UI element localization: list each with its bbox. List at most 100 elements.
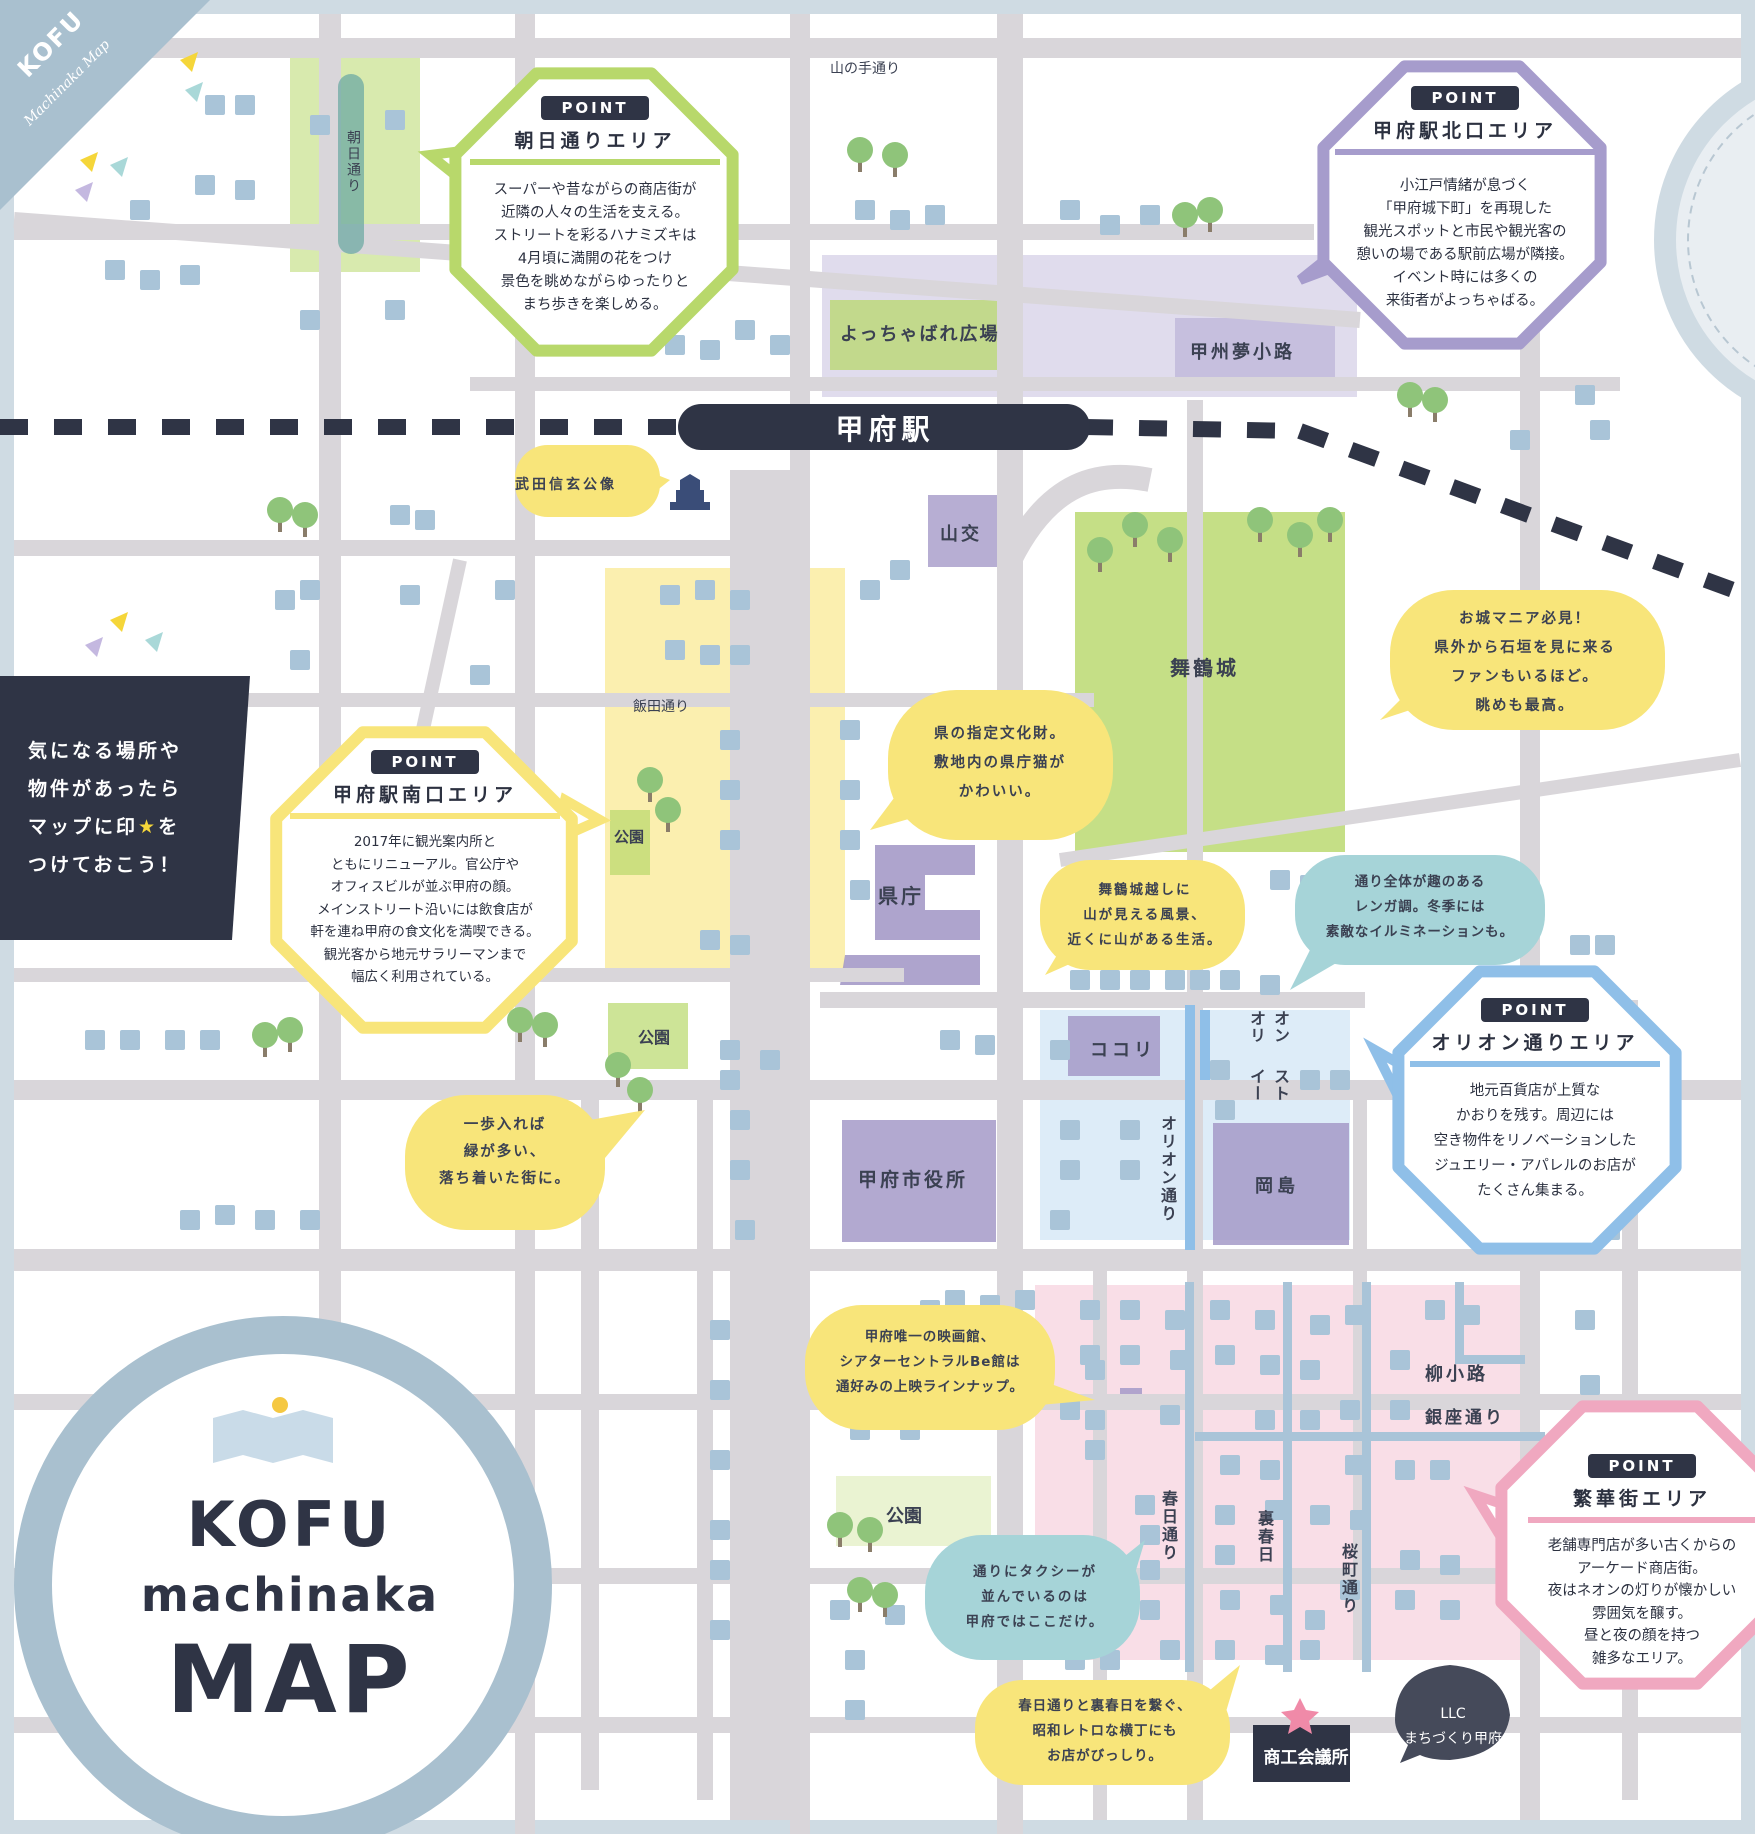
street-yanagikoji-line (1455, 1282, 1464, 1362)
label-okajima: 岡島 (1255, 1176, 1299, 1197)
tree-trunk-12 (1298, 543, 1302, 557)
building-86 (180, 1210, 200, 1230)
tree-8 (1087, 537, 1113, 563)
building-11 (385, 300, 405, 320)
road-21 (697, 1100, 713, 1800)
label-park3: 公園 (886, 1506, 922, 1527)
bubble-green: 一歩入れば 緑が多い、 落ち着いた街に。 (439, 1117, 571, 1187)
point-hanka[interactable]: POINT 繁華街エリア 老舗専門店が多い古くからの アーケード商店街。 夜はネ… (1528, 1454, 1755, 1670)
star-marker-icon (1281, 1698, 1319, 1734)
title-line1: KOFU (186, 1488, 394, 1561)
street-asahi-line (338, 74, 364, 254)
street-yamanote: 山の手通り (830, 61, 900, 77)
building-140 (1440, 1600, 1460, 1620)
confetti-6 (145, 632, 163, 652)
building-168 (885, 1605, 905, 1625)
point-orion[interactable]: POINT オリオン通りエリア 地元百貨店が上質な かおりを残す。周辺には 空き… (1410, 998, 1660, 1204)
label-park2: 公園 (638, 1028, 671, 1047)
building-138 (1340, 1580, 1360, 1600)
tree-22 (827, 1512, 853, 1538)
building-113 (1580, 1375, 1600, 1395)
label-llc-line2[interactable]: まちづくり甲府 (1404, 1731, 1502, 1747)
building-47 (850, 880, 870, 900)
building-145 (1300, 1640, 1320, 1660)
zone-park1 (610, 810, 650, 875)
building-146 (710, 1320, 730, 1340)
building-83 (1120, 1120, 1140, 1140)
building-109 (1215, 1345, 1235, 1365)
street-orion-east: オリオンイースト (1247, 1010, 1290, 1102)
point-asahi[interactable]: POINT 朝日通りエリア スーパーや昔ながらの商店街が 近隣の人々の生活を支え… (470, 96, 720, 317)
street-kasuga-line (1185, 1282, 1194, 1672)
building-162 (1085, 1440, 1105, 1460)
label-llc-line1[interactable]: LLC (1440, 1706, 1466, 1722)
station-label[interactable]: 甲府駅 (835, 413, 935, 446)
tree-24 (847, 1577, 873, 1603)
tree-16 (605, 1052, 631, 1078)
railway-mid (1084, 419, 1301, 439)
building-82 (1060, 1160, 1080, 1180)
tree-trunk-24 (858, 1598, 862, 1612)
building-26 (415, 510, 435, 530)
building-50 (1270, 870, 1290, 890)
building-117 (1300, 1410, 1320, 1430)
building-98 (1165, 1310, 1185, 1330)
hint-line1: 気になる場所や (28, 740, 183, 762)
road-6 (820, 992, 1365, 1008)
tree-trunk-15 (666, 818, 670, 832)
building-167 (830, 1600, 850, 1620)
tree-14 (637, 767, 663, 793)
building-125 (1135, 1495, 1155, 1515)
label-kencho: 県庁 (878, 884, 924, 908)
street-sakuramachi-line (1362, 1282, 1371, 1672)
building-144 (1265, 1645, 1285, 1665)
building-149 (710, 1520, 730, 1540)
tree-7 (292, 502, 318, 528)
building-49 (730, 935, 750, 955)
street-ginza: 銀座通り (1425, 1408, 1505, 1428)
tree-25 (872, 1582, 898, 1608)
tree-20 (252, 1022, 278, 1048)
building-24 (1590, 420, 1610, 440)
building-90 (735, 1220, 755, 1240)
building-21 (1140, 205, 1160, 225)
building-30 (495, 580, 515, 600)
building-40 (470, 665, 490, 685)
building-129 (1350, 1510, 1370, 1530)
building-23 (1510, 430, 1530, 450)
point-south[interactable]: POINT 甲府駅南口エリア 2017年に観光案内所と ともにリニューアル。官公… (290, 750, 560, 989)
street-orion: オリオン通り (1158, 1115, 1177, 1223)
building-18 (925, 205, 945, 225)
building-15 (770, 335, 790, 355)
tree-trunk-22 (838, 1533, 842, 1547)
street-orion-line (1185, 1005, 1195, 1250)
building-95 (1015, 1290, 1035, 1310)
building-38 (890, 560, 910, 580)
building-102 (1345, 1305, 1365, 1325)
building-73 (1300, 1070, 1320, 1090)
building-17 (890, 210, 910, 230)
building-2 (310, 115, 330, 135)
point-north[interactable]: POINT 甲府駅北口エリア 小江戸情緒が息づく 「甲府城下町」を再現した 観光… (1335, 86, 1595, 313)
tree-trunk-17 (638, 1098, 642, 1112)
bubble-taxi: 通りにタクシーが 並んでいるのは 甲府ではここだけ。 (965, 1564, 1105, 1630)
building-148 (710, 1450, 730, 1470)
point-badge: POINT (541, 96, 649, 120)
road-14 (790, 14, 810, 1834)
building-134 (1215, 1545, 1235, 1565)
railway-east (1297, 423, 1755, 606)
building-60 (1220, 970, 1240, 990)
building-97 (1120, 1300, 1140, 1320)
building-35 (700, 645, 720, 665)
tree-23 (857, 1517, 883, 1543)
bubble-renga: 通り全体が趣のある レンガ調。冬季には 素敵なイルミネーションも。 (1325, 874, 1515, 940)
tree-trunk-10 (1168, 548, 1172, 562)
point-asahi-title: 朝日通りエリア (470, 126, 720, 165)
label-chamber[interactable]: 商工会議所 (1263, 1748, 1349, 1768)
road-8 (14, 1249, 1741, 1271)
confetti-0 (180, 52, 198, 72)
street-urakasuga: 裏春日 (1255, 1510, 1274, 1564)
building-80 (730, 1160, 750, 1180)
corner-triangle (0, 0, 210, 210)
building-166 (845, 1700, 865, 1720)
